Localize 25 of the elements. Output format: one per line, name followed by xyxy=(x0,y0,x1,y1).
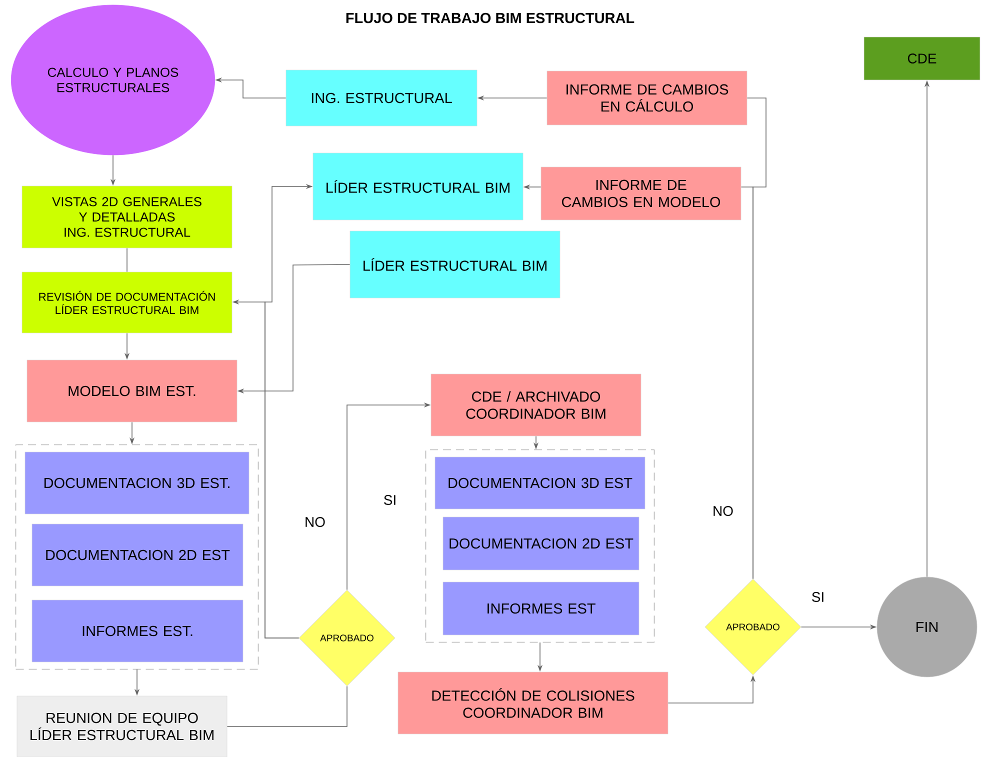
process-box: DOCUMENTACION 2D EST xyxy=(32,524,244,586)
process-box: LÍDER ESTRUCTURAL BIM xyxy=(312,152,524,220)
edge-label: NO xyxy=(712,505,734,517)
process-box: REVISIÓN DE DOCUMENTACIÓN LÍDER ESTRUCTURAL BIM xyxy=(22,272,232,334)
process-box: INFORMES EST. xyxy=(32,600,244,662)
process-box: INFORMES EST xyxy=(442,582,640,636)
process-box: DOCUMENTACION 2D EST xyxy=(442,516,640,570)
process-box: LÍDER ESTRUCTURAL BIM xyxy=(350,230,560,298)
process-box: VISTAS 2D GENERALES Y DETALLADAS ING. ESTRUCTURAL xyxy=(22,186,232,248)
edge-label: SI xyxy=(382,494,398,506)
process-box: DOCUMENTACION 3D EST xyxy=(434,456,646,510)
process-box: CDE / ARCHIVADO COORDINADOR BIM xyxy=(430,374,642,436)
process-box: INFORME DE CAMBIOS EN CÁLCULO xyxy=(546,70,748,126)
process-box: INFORME DE CAMBIOS EN MODELO xyxy=(540,166,742,220)
process-box: DOCUMENTACION 3D EST. xyxy=(24,452,250,514)
edge-label: NO xyxy=(304,516,326,528)
edge-label: SI xyxy=(810,591,826,603)
process-box: DETECCIÓN DE COLISIONES COORDINADOR BIM xyxy=(398,672,668,734)
process-box: ING. ESTRUCTURAL xyxy=(286,70,478,126)
dashed-group-frame xyxy=(15,444,259,670)
process-box: REUNION DE EQUIPO LÍDER ESTRUCTURAL BIM xyxy=(16,696,228,757)
process-box: CDE xyxy=(864,36,980,80)
title: FLUJO DE TRABAJO BIM ESTRUCTURAL xyxy=(346,12,634,24)
process-box: MODELO BIM EST. xyxy=(26,360,238,422)
dashed-group-frame xyxy=(425,449,655,643)
